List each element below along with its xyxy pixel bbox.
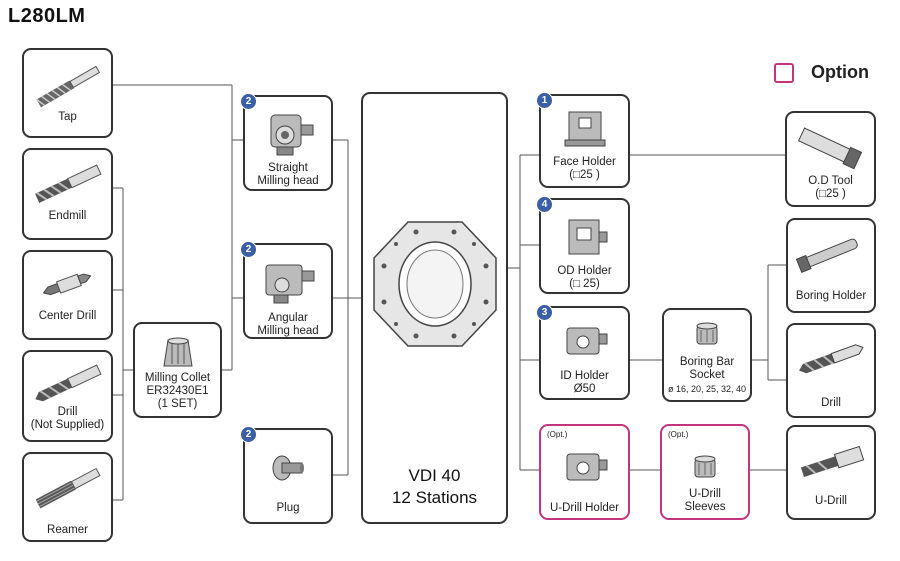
tool-label-drill-left: Drill (Not Supplied) xyxy=(30,406,105,431)
tool-box-drill-right: Drill xyxy=(786,323,876,418)
holder-box-id: 3 ID Holder Ø50 xyxy=(536,304,630,400)
tool-box-boring-holder: Boring Holder xyxy=(786,218,876,313)
holder-box-face: 1 Face Holder (□25 ) xyxy=(536,92,630,188)
holder-label-face: Face Holder (□25 ) xyxy=(553,156,616,181)
qty-badge: 3 xyxy=(536,304,553,321)
holder-label-id: ID Holder Ø50 xyxy=(560,370,609,395)
tool-label-od-tool: O.D Tool (□25 ) xyxy=(808,175,853,200)
u-drill-icon xyxy=(788,439,874,487)
qty-badge: 1 xyxy=(536,92,553,109)
boring-bar-socket-icon xyxy=(664,320,750,350)
option-tag: (Opt.) xyxy=(668,430,689,439)
tool-box-drill-left: Drill (Not Supplied) xyxy=(22,350,113,442)
reamer-icon xyxy=(24,466,111,510)
head-label-plug: Plug xyxy=(276,502,300,514)
drill-icon-right xyxy=(788,335,874,383)
turret-label-line2: 12 Stations xyxy=(391,488,478,507)
head-label-straight: Straight Milling head xyxy=(257,162,319,187)
collet-label: Milling Collet ER32430E1 (1 SET) xyxy=(144,372,211,410)
vdi-turret-icon xyxy=(363,214,506,354)
diagram-title: L280LM xyxy=(8,5,86,27)
tool-box-endmill: Endmill xyxy=(22,148,113,240)
socket-box: Boring Bar Socket ø 16, 20, 25, 32, 40 xyxy=(662,308,752,402)
angular-milling-head-icon xyxy=(245,253,331,307)
tap-icon xyxy=(24,64,111,108)
qty-badge: 2 xyxy=(240,426,257,443)
head-box-angular: 2 Angular Milling head xyxy=(240,241,333,339)
tool-label-drill-right: Drill xyxy=(821,397,841,409)
collet-icon xyxy=(135,336,220,370)
turret-label-line1: VDI 40 xyxy=(408,466,461,485)
endmill-icon xyxy=(24,162,111,206)
tool-label-boring-holder: Boring Holder xyxy=(795,290,867,302)
drill-icon-left xyxy=(24,362,111,406)
center-drill-icon xyxy=(24,264,111,304)
boring-holder-icon xyxy=(788,230,874,278)
option-tag: (Opt.) xyxy=(547,430,568,439)
tool-label-tap: Tap xyxy=(58,111,77,123)
tool-label-endmill: Endmill xyxy=(48,210,87,222)
od-tool-icon xyxy=(787,121,874,173)
plug-icon xyxy=(245,452,331,484)
face-holder-icon xyxy=(541,104,628,152)
tool-box-center-drill: Center Drill xyxy=(22,250,113,340)
legend: Option xyxy=(774,62,869,83)
option-legend-label: Option xyxy=(811,62,869,82)
tool-box-u-drill: U-Drill xyxy=(786,425,876,520)
holder-box-u-drill: (Opt.) U-Drill Holder xyxy=(539,424,630,520)
qty-badge: 4 xyxy=(536,196,553,213)
u-drill-sleeves-icon xyxy=(662,454,748,482)
sleeves-label: U-Drill Sleeves xyxy=(684,488,726,513)
holder-label-u-drill: U-Drill Holder xyxy=(549,502,619,514)
head-box-plug: 2 Plug xyxy=(240,426,333,524)
holder-box-od: 4 OD Holder (□ 25) xyxy=(536,196,630,294)
u-drill-holder-icon xyxy=(541,444,628,490)
tool-label-reamer: Reamer xyxy=(47,524,88,536)
qty-badge: 2 xyxy=(240,241,257,258)
tool-label-u-drill: U-Drill xyxy=(815,495,847,507)
tool-box-reamer: Reamer xyxy=(22,452,113,542)
sleeves-box: (Opt.) U-Drill Sleeves xyxy=(660,424,750,520)
holder-label-od: OD Holder (□ 25) xyxy=(557,265,612,290)
socket-sizes: ø 16, 20, 25, 32, 40 xyxy=(667,384,747,394)
od-holder-icon xyxy=(541,210,628,262)
option-legend-swatch xyxy=(774,62,794,83)
tool-box-od-tool: O.D Tool (□25 ) xyxy=(785,111,876,207)
collet-box: Milling Collet ER32430E1 (1 SET) xyxy=(133,322,222,418)
turret-box: VDI 40 12 Stations xyxy=(361,92,508,524)
tool-label-center-drill: Center Drill xyxy=(38,310,97,322)
straight-milling-head-icon xyxy=(245,105,331,159)
id-holder-icon xyxy=(541,318,628,364)
tool-box-tap: Tap xyxy=(22,48,113,138)
head-box-straight: 2 Straight Milling head xyxy=(240,93,333,191)
socket-label: Boring Bar Socket xyxy=(679,356,735,381)
head-label-angular: Angular Milling head xyxy=(257,312,319,337)
qty-badge: 2 xyxy=(240,93,257,110)
